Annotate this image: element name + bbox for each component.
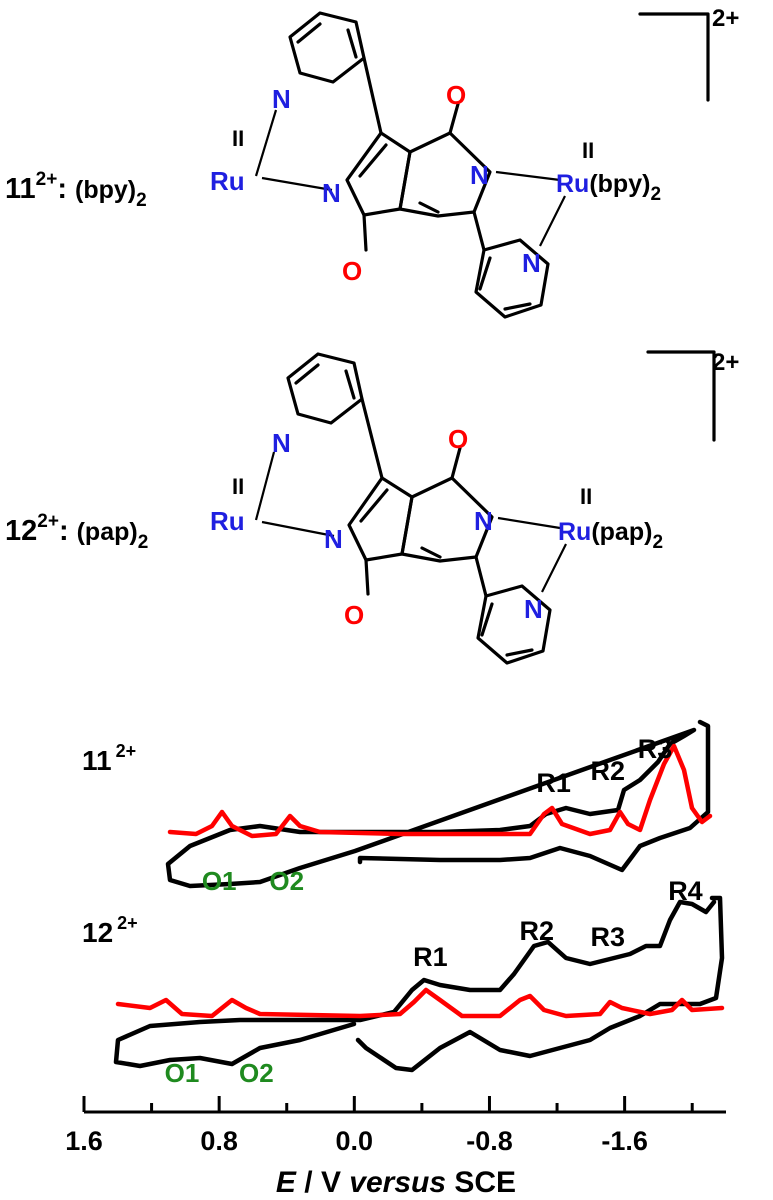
dpv-trace-11: [167, 743, 713, 839]
x-axis-minor-ticks: [150, 1103, 694, 1112]
atom-n-pyridine-bottom-11: N: [522, 248, 541, 278]
atom-n-pyridine-11: N: [272, 84, 291, 114]
structure-12: 2+ N N N N O O 122+:(pap)2 Ru II II Ru(p: [5, 349, 739, 665]
oxidation-state-right-12: II: [580, 484, 592, 509]
atom-n-core-right-11: N: [470, 160, 489, 190]
core-ring-left-11: [345, 131, 412, 217]
x-tick-label: 0.0: [336, 1126, 374, 1156]
metal-right-label-11: Ru(bpy)2: [556, 170, 661, 205]
metal-right-label-12: Ru(pap)2: [558, 518, 663, 553]
panel-compound-id: 12: [82, 917, 113, 948]
reduction-label-r2: R2: [590, 756, 625, 786]
panel-compound-charge: 2+: [116, 741, 137, 761]
bracket-11: [638, 12, 710, 102]
reduction-label-r1: R1: [536, 768, 571, 798]
atom-o-top-11: O: [446, 80, 466, 110]
oxidation-state-left-11: II: [232, 126, 244, 151]
bracket-charge-12: 2+: [712, 349, 739, 376]
bracket-charge-11: 2+: [712, 5, 739, 32]
reduction-label-r2: R2: [520, 916, 555, 946]
panel-compound-id: 11: [82, 745, 112, 776]
x-tick-label: -1.6: [601, 1126, 648, 1156]
atom-n-core-left-11: N: [322, 178, 341, 208]
cv-trace-12: [113, 895, 725, 1073]
x-tick-label: -0.8: [466, 1126, 513, 1156]
x-tick-label: 0.8: [200, 1126, 238, 1156]
atom-o-bottom-11: O: [342, 256, 362, 286]
atom-n-pyridine-12: N: [272, 428, 291, 458]
atom-o-bottom-12: O: [344, 600, 364, 630]
oxidation-label-o1: O1: [202, 866, 237, 896]
oxidation-label-o1: O1: [165, 1058, 200, 1088]
metal-left-12: Ru: [210, 506, 245, 536]
pyridine-bottom-12: [476, 584, 552, 665]
oxidation-label-o2: O2: [239, 1058, 274, 1088]
atom-o-top-12: O: [448, 424, 468, 454]
x-axis-tick-labels: 1.6 0.8 0.0 -0.8 -1.6: [65, 1126, 648, 1156]
x-axis-label: E / V versus SCE: [276, 1166, 516, 1199]
oxidation-state-left-12: II: [232, 474, 244, 499]
pyridine-bottom-11: [474, 238, 550, 319]
cv-trace-11: [165, 719, 711, 889]
oxidation-state-right-11: II: [582, 138, 594, 163]
reduction-label-r1: R1: [413, 942, 448, 972]
atom-n-core-right-12: N: [474, 506, 493, 536]
panel-compound-charge: 2+: [117, 913, 138, 933]
reduction-label-r3: R3: [590, 922, 625, 952]
reduction-label-r3: R3: [638, 734, 673, 764]
structure-11: 2+ N N N N O O 112+:(bpy)2 Ru: [5, 5, 739, 319]
bracket-12: [646, 350, 716, 442]
metal-left-11: Ru: [210, 166, 245, 196]
atom-n-pyridine-bottom-12: N: [524, 594, 543, 624]
reduction-label-r4: R4: [668, 876, 703, 906]
dpv-trace-12: [115, 987, 725, 1019]
compound-label-12: 122+:(pap)2: [5, 511, 148, 553]
x-axis-major-ticks: [82, 1096, 627, 1112]
atom-n-core-left-12: N: [324, 524, 343, 554]
x-tick-label: 1.6: [65, 1126, 103, 1156]
core-ring-left-12: [347, 476, 414, 562]
compound-label-11: 112+:(bpy)2: [5, 169, 147, 211]
oxidation-label-o2: O2: [269, 866, 304, 896]
